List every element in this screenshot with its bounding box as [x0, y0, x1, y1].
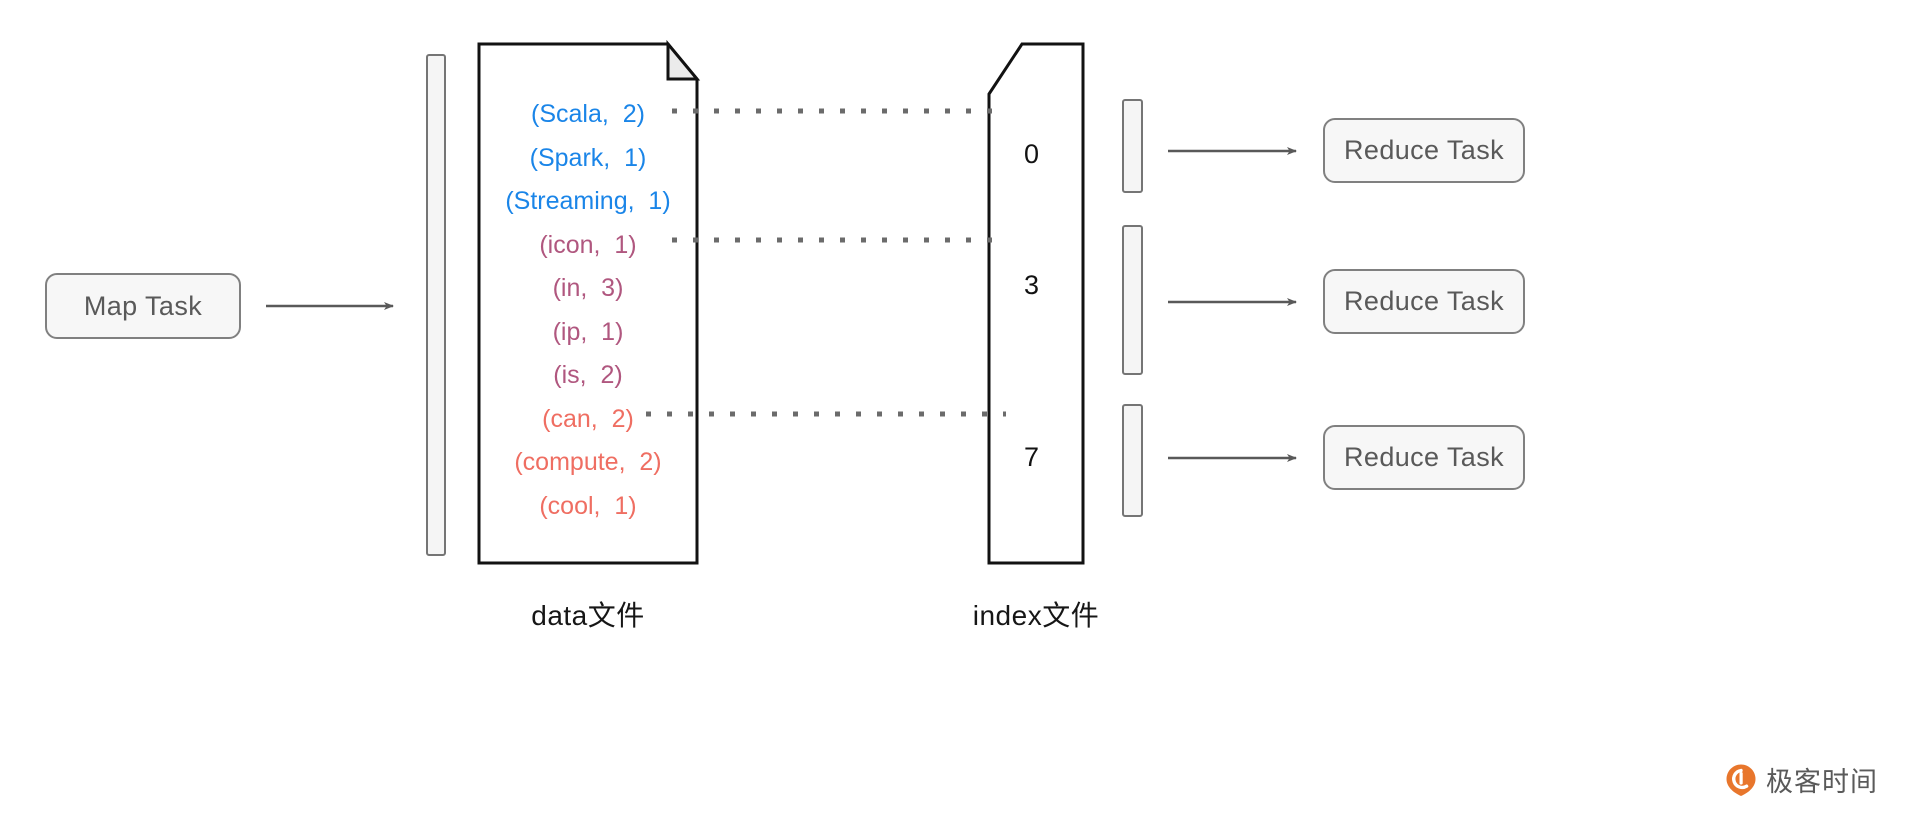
map-task-label: Map Task — [83, 290, 203, 321]
data-file-sheet — [477, 42, 699, 565]
watermark-text: 极客时间 — [1766, 767, 1878, 798]
watermark: 极客时间 — [1724, 760, 1878, 799]
reduce-partition-bar-3 — [1122, 404, 1143, 517]
index-file-caption: index文件 — [972, 600, 1100, 631]
reduce-task-box-1[interactable]: Reduce Task — [1323, 118, 1525, 183]
data-entry-is: (is, 2) — [553, 361, 623, 389]
data-entry-can: (can, 2) — [542, 404, 634, 433]
reduce-task-box-2[interactable]: Reduce Task — [1323, 269, 1525, 334]
index-offset-2: 7 — [1024, 442, 1040, 472]
data-entry-scala: (Scala, 2) — [531, 100, 645, 128]
data-entry-icon: (icon, 1) — [539, 230, 637, 259]
data-entry-spark: (Spark, 1) — [529, 143, 647, 172]
data-entry-streaming: (Streaming, 1) — [505, 187, 671, 215]
data-file: (Scala, 2) (Spark, 1) (Streaming, 1) (ic… — [478, 43, 698, 564]
index-file: 0 3 7 — [988, 43, 1084, 564]
reduce-task-label-3: Reduce Task — [1344, 442, 1504, 472]
reduce-partition-bar-2 — [1122, 225, 1143, 375]
data-entry-ip: (ip, 1) — [552, 317, 624, 346]
reduce-partition-bar-1 — [1122, 99, 1143, 193]
reduce-task-label-2: Reduce Task — [1344, 286, 1504, 316]
index-file-sheet — [987, 42, 1085, 565]
data-entry-cool: (cool, 1) — [539, 491, 637, 520]
data-file-fold-icon — [666, 39, 701, 81]
map-output-bar — [426, 54, 446, 556]
index-offset-1: 3 — [1024, 270, 1040, 300]
geektime-logo-icon — [1726, 764, 1756, 796]
data-file-entry-list: (Scala, 2) (Spark, 1) (Streaming, 1) (ic… — [478, 43, 698, 564]
data-entry-in: (in, 3) — [552, 274, 624, 302]
index-offset-0: 0 — [1024, 139, 1040, 169]
data-file-caption: data文件 — [531, 600, 645, 631]
reduce-task-box-3[interactable]: Reduce Task — [1323, 425, 1525, 490]
reduce-task-label-1: Reduce Task — [1344, 135, 1504, 165]
data-entry-compute: (compute, 2) — [514, 448, 662, 476]
map-task-box[interactable]: Map Task — [45, 273, 241, 339]
